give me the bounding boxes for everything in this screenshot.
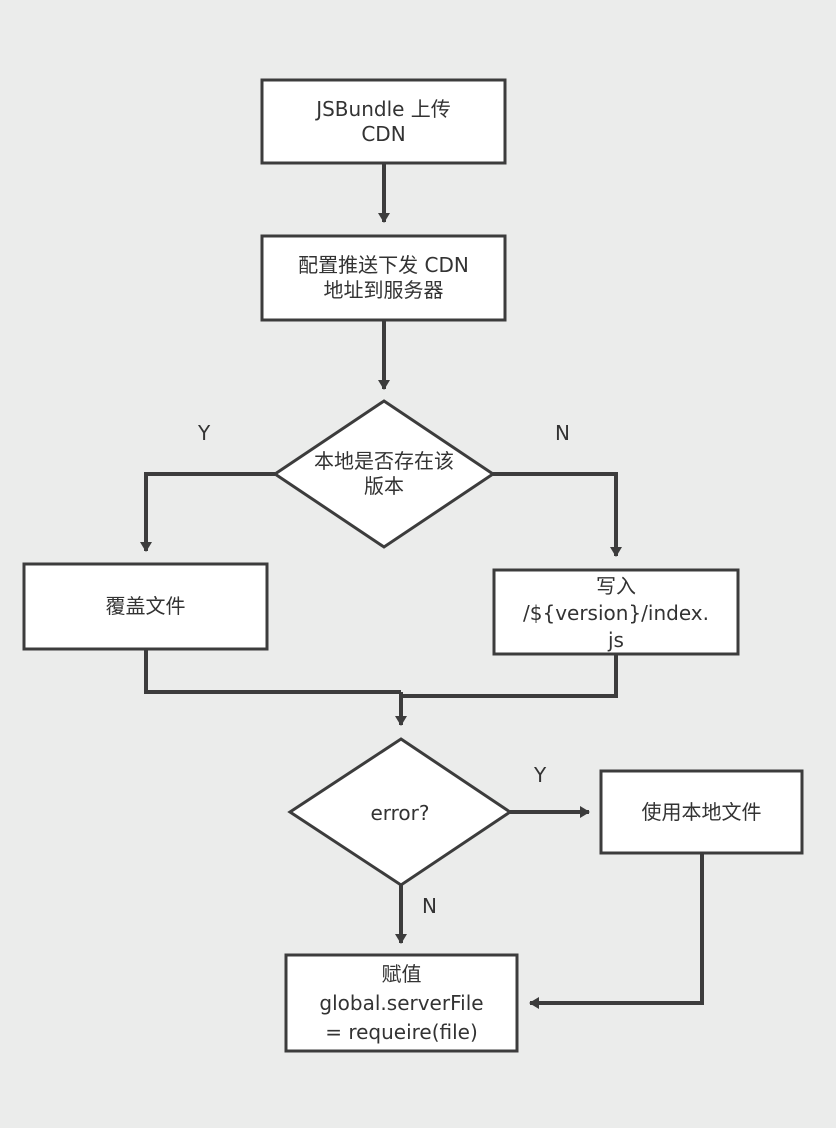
node-assign-shape[interactable] — [284, 953, 519, 1053]
edge-overwrite-to-merge — [144, 649, 401, 694]
edge-exists-to-overwrite — [140, 472, 275, 552]
edge-label-exists-yes: Y — [198, 421, 211, 445]
node-write-shape[interactable] — [492, 568, 740, 656]
node-use-local-shape[interactable] — [599, 769, 804, 855]
edge-label-exists-no: N — [555, 421, 570, 445]
node-error-shape[interactable] — [287, 737, 513, 887]
node-config-shape[interactable] — [260, 234, 507, 322]
node-exists-shape[interactable] — [272, 399, 496, 549]
edge-exists-to-write — [493, 472, 622, 557]
edge-write-to-merge — [401, 655, 618, 698]
node-overwrite-shape[interactable] — [22, 562, 269, 651]
edge-label-error-yes: Y — [534, 763, 547, 787]
edge-use-local-to-assign — [529, 852, 704, 1009]
node-upload-shape[interactable] — [260, 78, 507, 165]
edge-label-error-no: N — [422, 894, 437, 918]
